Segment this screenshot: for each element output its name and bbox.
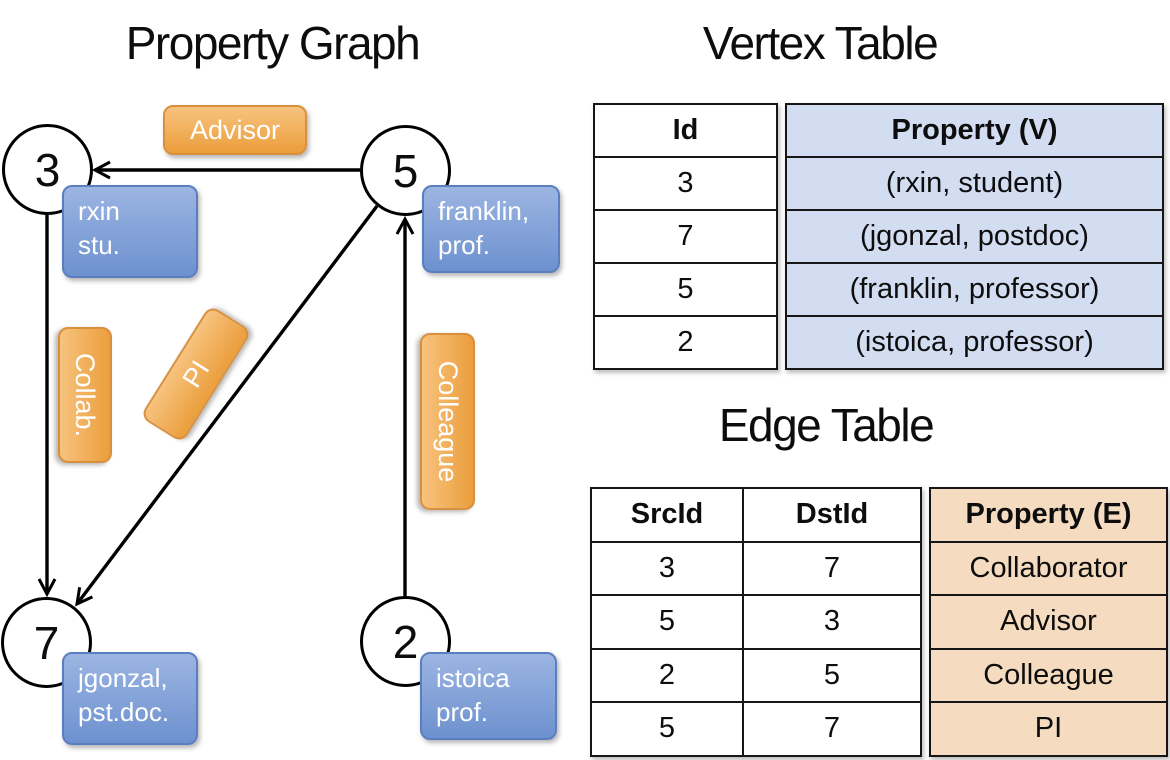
edge-table-property-column: Property (E) Collaborator Advisor Collea…	[929, 487, 1168, 757]
vertex-table-id-cell: 2	[593, 315, 778, 370]
vertex-table-id-column: Id 3 7 5 2	[593, 103, 778, 370]
vertex-table-property-cell: (rxin, student)	[785, 156, 1164, 211]
vertex-table-title: Vertex Table	[702, 17, 939, 69]
vertex-table-property-cell: (franklin, professor)	[785, 262, 1164, 317]
vertex-table-id-cell: 3	[593, 156, 778, 211]
edge-table-dst-cell: 7	[742, 701, 922, 757]
vertex-label-line: istoica	[436, 663, 510, 693]
vertex-label-line: franklin,	[438, 196, 530, 226]
vertex-table-id-cell: 7	[593, 209, 778, 264]
graph-node-3: 3	[2, 124, 93, 215]
graph-node-5: 5	[360, 125, 451, 216]
edge-table-srcid-header: SrcId	[590, 487, 744, 543]
edge-table-title: Edge Table	[718, 399, 935, 451]
edge-table: SrcId DstId 3 7 5 3 2 5 5 7 Property (E)…	[590, 487, 1168, 757]
vertex-label-line: rxin	[78, 196, 120, 226]
vertex-table-property-header: Property (V)	[785, 103, 1164, 158]
vertex-label-line: prof.	[436, 697, 489, 727]
vertex-label-franklin: franklin, prof.	[422, 185, 560, 273]
vertex-label-line: jgonzal,	[78, 663, 168, 693]
edge-table-property-cell: Collaborator	[929, 540, 1168, 596]
edge-table-property-cell: PI	[929, 701, 1168, 757]
edge-label-advisor: Advisor	[163, 105, 307, 155]
edge-table-property-header: Property (E)	[929, 487, 1168, 543]
edge-table-src-dst-columns: SrcId DstId 3 7 5 3 2 5 5 7	[590, 487, 922, 757]
vertex-table-id-header: Id	[593, 103, 778, 158]
edge-table-property-cell: Colleague	[929, 647, 1168, 703]
vertex-table: Id 3 7 5 2 Property (V) (rxin, student) …	[593, 103, 1164, 370]
edge-table-dst-cell: 3	[742, 594, 922, 650]
edge-table-src-cell: 3	[590, 540, 744, 596]
edge-table-src-cell: 5	[590, 594, 744, 650]
edge-table-dst-cell: 7	[742, 540, 922, 596]
vertex-label-istoica: istoica prof.	[420, 652, 557, 740]
edge-table-dstid-header: DstId	[742, 487, 922, 543]
vertex-table-property-cell: (istoica, professor)	[785, 315, 1164, 370]
vertex-label-jgonzal: jgonzal, pst.doc.	[62, 652, 198, 745]
edge-table-property-cell: Advisor	[929, 594, 1168, 650]
property-graph-title: Property Graph	[125, 17, 421, 69]
vertex-label-line: prof.	[438, 230, 491, 260]
vertex-label-rxin: rxin stu.	[62, 185, 198, 278]
edge-label-collab: Collab.	[58, 327, 112, 463]
vertex-label-line: stu.	[78, 230, 120, 260]
edge-table-src-cell: 5	[590, 701, 744, 757]
edge-table-src-cell: 2	[590, 647, 744, 703]
vertex-table-property-cell: (jgonzal, postdoc)	[785, 209, 1164, 264]
vertex-table-id-cell: 5	[593, 262, 778, 317]
edge-table-dst-cell: 5	[742, 647, 922, 703]
edge-label-pi: PI	[139, 304, 253, 444]
vertex-table-property-column: Property (V) (rxin, student) (jgonzal, p…	[785, 103, 1164, 370]
edge-label-colleague: Colleague	[420, 333, 475, 510]
vertex-label-line: pst.doc.	[78, 697, 170, 727]
